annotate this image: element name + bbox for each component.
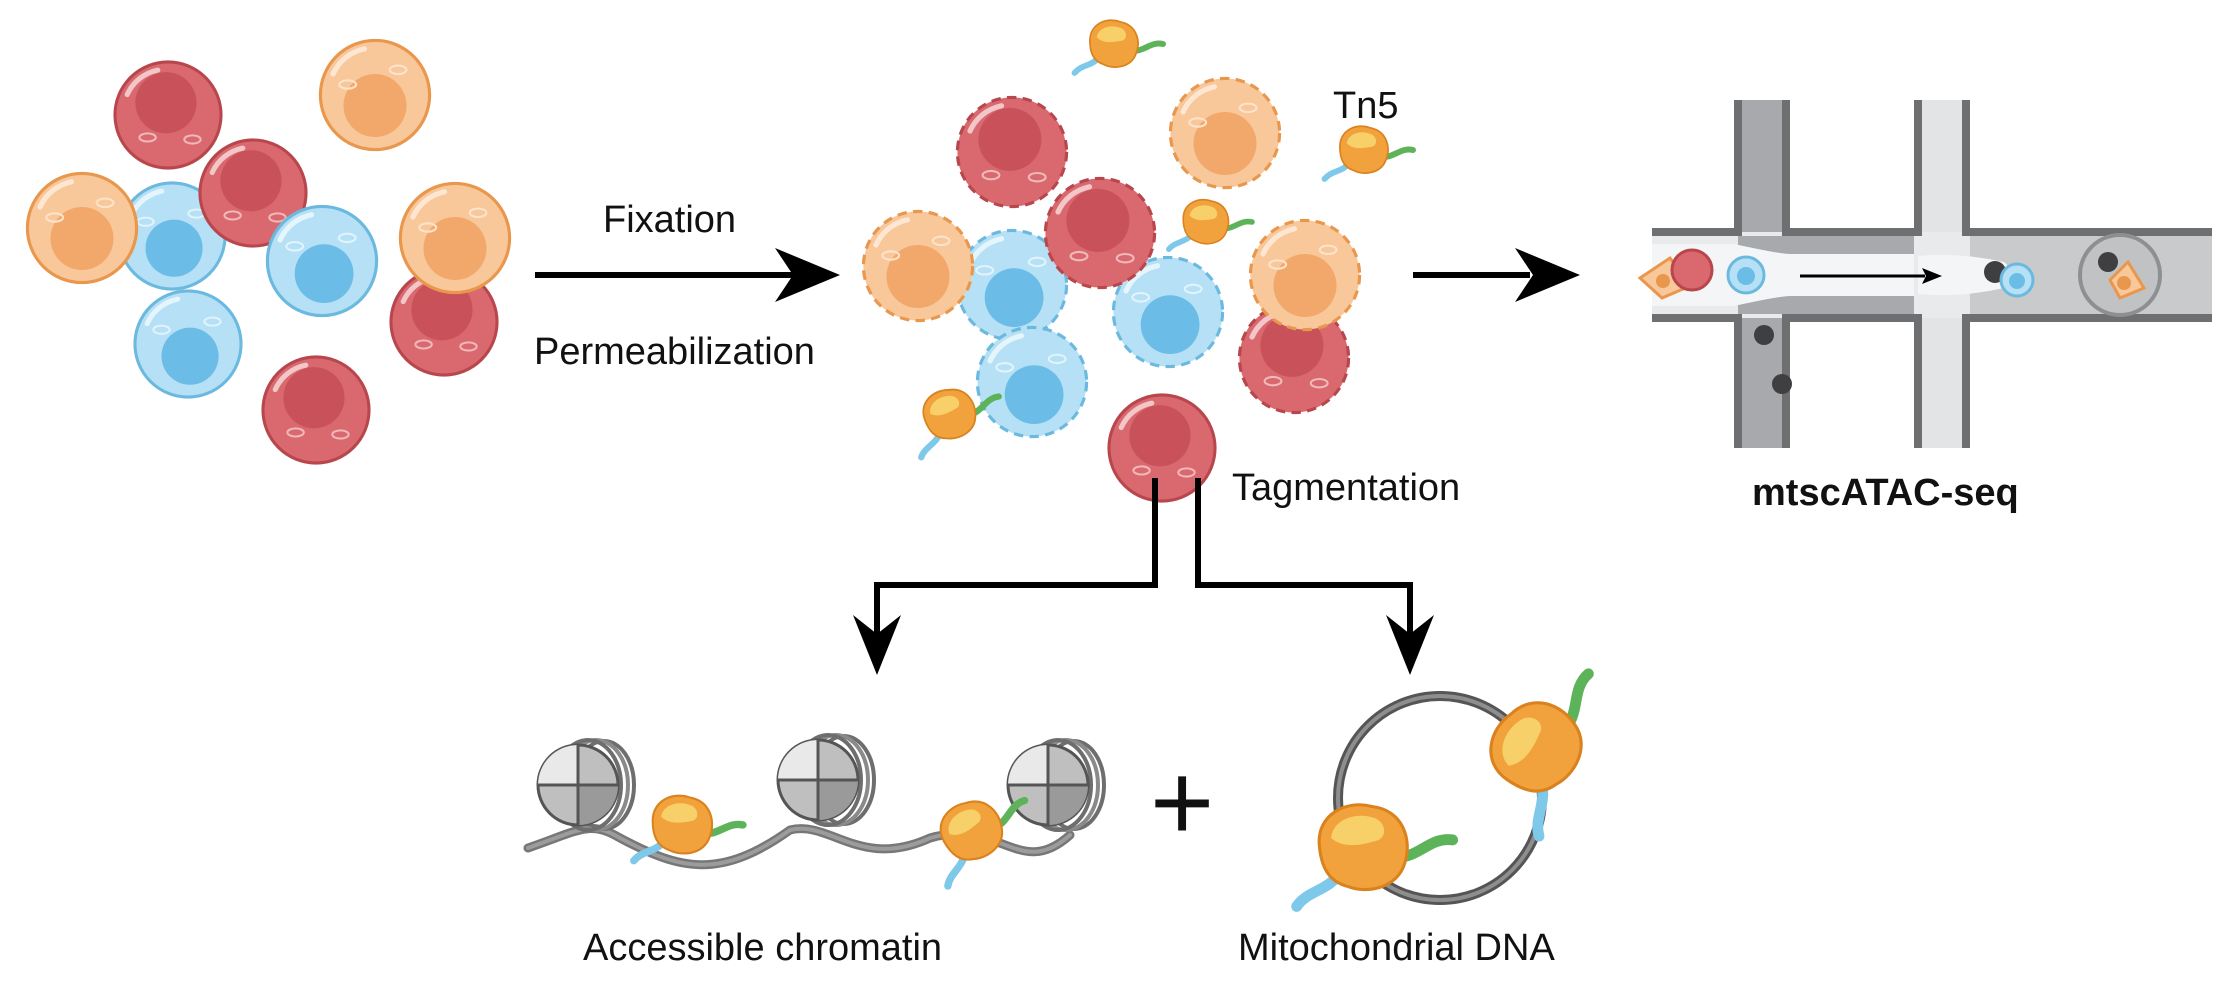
tagmentation-label: Tagmentation [1232, 467, 1460, 509]
method-label: mtscATAC-seq [1752, 472, 2019, 514]
branching-arrows [853, 478, 1434, 675]
permeabilization-label: Permeabilization [534, 331, 815, 373]
fixation-label: Fixation [603, 199, 736, 241]
fixation-arrow [535, 248, 840, 302]
plus-sign: + [1150, 741, 1214, 864]
encapsulation-arrow [1413, 248, 1580, 302]
microfluidic-device [1637, 100, 2212, 448]
mitochondrial-dna-label: Mitochondrial DNA [1238, 927, 1555, 969]
accessible-chromatin-illustration [523, 733, 1106, 886]
initial-cell-population [27, 40, 509, 463]
tn5-label: Tn5 [1333, 85, 1398, 127]
mitochondrial-dna-illustration [1288, 649, 1631, 906]
accessible-chromatin-label: Accessible chromatin [583, 927, 942, 969]
